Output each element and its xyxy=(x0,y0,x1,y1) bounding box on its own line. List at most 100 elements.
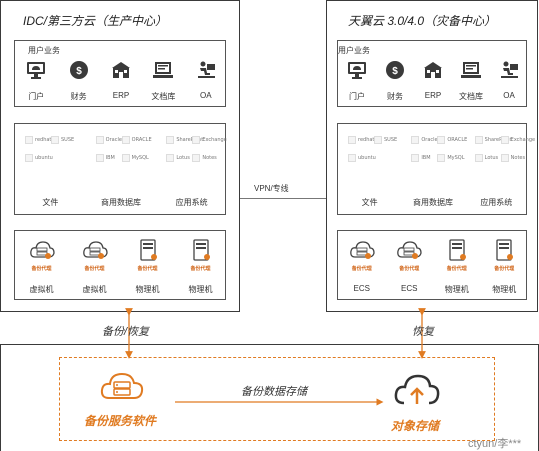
finance-icon: $ xyxy=(384,59,406,81)
software-logo-mark xyxy=(474,154,483,162)
compute-label: 虚拟机 xyxy=(82,285,107,294)
oa-desk-icon xyxy=(195,59,217,81)
backup-agent-tag: 备份代理 xyxy=(31,266,52,272)
app-row-left: 门户 $ 财务 ERP 文档库 OA xyxy=(15,57,227,105)
software-logo-mark xyxy=(121,154,130,162)
app-label: 门户 xyxy=(349,92,365,101)
physical-server-icon xyxy=(135,239,161,267)
software-logo-text: Lotus xyxy=(176,155,190,161)
backup-restore-label: 备份/恢复 xyxy=(102,326,150,338)
compute-panel-right: 备份代理 ECS 备份代理 ECS 备份代理物理机 备份代理物理机 xyxy=(337,230,527,300)
software-label: 应用系统 xyxy=(175,198,208,207)
compute-label: 物理机 xyxy=(444,285,469,294)
software-logo-mark xyxy=(437,154,446,162)
backup-agent-tag: 备份代理 xyxy=(399,266,420,272)
backup-agent-tag: 备份代理 xyxy=(84,266,105,272)
compute-label: 物理机 xyxy=(135,285,160,294)
portal-monitor-icon xyxy=(25,59,47,81)
software-label: 应用系统 xyxy=(480,198,513,207)
software-logo-text: ORACLE xyxy=(447,137,468,143)
app-label: 财务 xyxy=(70,92,87,101)
app-label: OA xyxy=(503,91,515,100)
software-logo-text: Lotus xyxy=(484,155,499,161)
software-logo-mark xyxy=(166,154,175,162)
object-storage-label: 对象存储 xyxy=(391,419,440,433)
software-logo-mark xyxy=(95,136,104,144)
software-logo-text: ubuntu xyxy=(358,155,376,161)
physical-server-icon xyxy=(188,239,214,267)
vpn-label: VPN/专线 xyxy=(254,184,289,193)
software-logo-text: SUSE xyxy=(384,137,398,143)
svg-text:$: $ xyxy=(76,66,82,77)
erp-building-icon xyxy=(110,59,132,81)
software-logo-mark xyxy=(121,136,130,144)
software-logo-mark xyxy=(500,136,509,144)
software-logo-mark xyxy=(374,136,382,144)
physical-server-icon xyxy=(444,239,470,267)
software-logo-text: IBM xyxy=(421,155,431,161)
software-logo-mark xyxy=(474,136,483,144)
backup-agent-tag: 备份代理 xyxy=(351,266,372,272)
software-logo-text: ORACLE xyxy=(131,137,152,143)
software-label: 商用数据库 xyxy=(412,198,453,207)
compute-label: 物理机 xyxy=(492,285,517,294)
backup-agent-tag: 备份代理 xyxy=(190,266,211,272)
software-logo-text: Notes xyxy=(510,155,526,161)
software-logo-text: redhat xyxy=(358,137,375,143)
app-label: 文档库 xyxy=(459,92,483,101)
software-logo-text: SUSE xyxy=(61,137,75,143)
software-label: 文件 xyxy=(42,198,59,207)
software-logo-text: Exchange xyxy=(202,137,227,143)
compute-label: ECS xyxy=(401,284,418,293)
software-logo-mark xyxy=(411,136,420,144)
compute-row-left: 备份代理虚拟机备份代理虚拟机备份代理物理机备份代理物理机 xyxy=(15,231,227,301)
physical-server-icon xyxy=(491,239,517,267)
restore-label: 恢复 xyxy=(412,326,434,338)
app-label: ERP xyxy=(424,91,442,100)
software-logo-text: Oracle xyxy=(421,137,438,143)
compute-label: ECS xyxy=(353,284,370,293)
compute-label: 虚拟机 xyxy=(29,285,54,294)
cloud-vm-icon xyxy=(349,239,375,267)
backup-agent-tag: 备份代理 xyxy=(446,266,467,272)
app-label: ERP xyxy=(112,91,130,100)
software-logo-mark xyxy=(51,136,59,144)
app-label: OA xyxy=(200,91,212,100)
cloud-vm-icon xyxy=(29,239,55,267)
svg-text:$: $ xyxy=(392,66,398,77)
vpn-link-line xyxy=(240,198,326,199)
software-logo-text: Oracle xyxy=(105,137,122,143)
software-logo-mark xyxy=(25,136,33,144)
compute-row-right: 备份代理 ECS 备份代理 ECS 备份代理物理机 备份代理物理机 xyxy=(338,231,528,301)
software-logo-text: redhat xyxy=(35,137,52,143)
app-label: 文档库 xyxy=(151,92,176,101)
user-business-title-right: 用户业务 xyxy=(338,46,370,55)
software-logo-mark xyxy=(348,136,356,144)
cloud-vm-icon xyxy=(396,239,422,267)
production-center-title: IDC/第三方云（生产中心） xyxy=(23,14,168,28)
backup-software-icon xyxy=(99,368,145,404)
app-label: 门户 xyxy=(28,92,45,101)
backup-software-label: 备份服务软件 xyxy=(84,414,157,428)
portal-monitor-icon xyxy=(346,59,368,81)
software-label: 商用数据库 xyxy=(100,198,141,207)
object-storage-icon xyxy=(393,373,441,407)
software-logo-text: IBM xyxy=(105,155,115,161)
software-logo-mark xyxy=(25,154,33,162)
erp-building-icon xyxy=(422,59,444,81)
oa-desk-icon xyxy=(498,59,520,81)
software-logo-mark xyxy=(500,154,509,162)
software-logo-mark xyxy=(192,136,201,144)
backup-agent-tag: 备份代理 xyxy=(494,266,515,272)
software-logo-mark xyxy=(95,154,104,162)
document-library-icon xyxy=(152,59,174,81)
software-logo-text: MySQL xyxy=(131,155,149,161)
